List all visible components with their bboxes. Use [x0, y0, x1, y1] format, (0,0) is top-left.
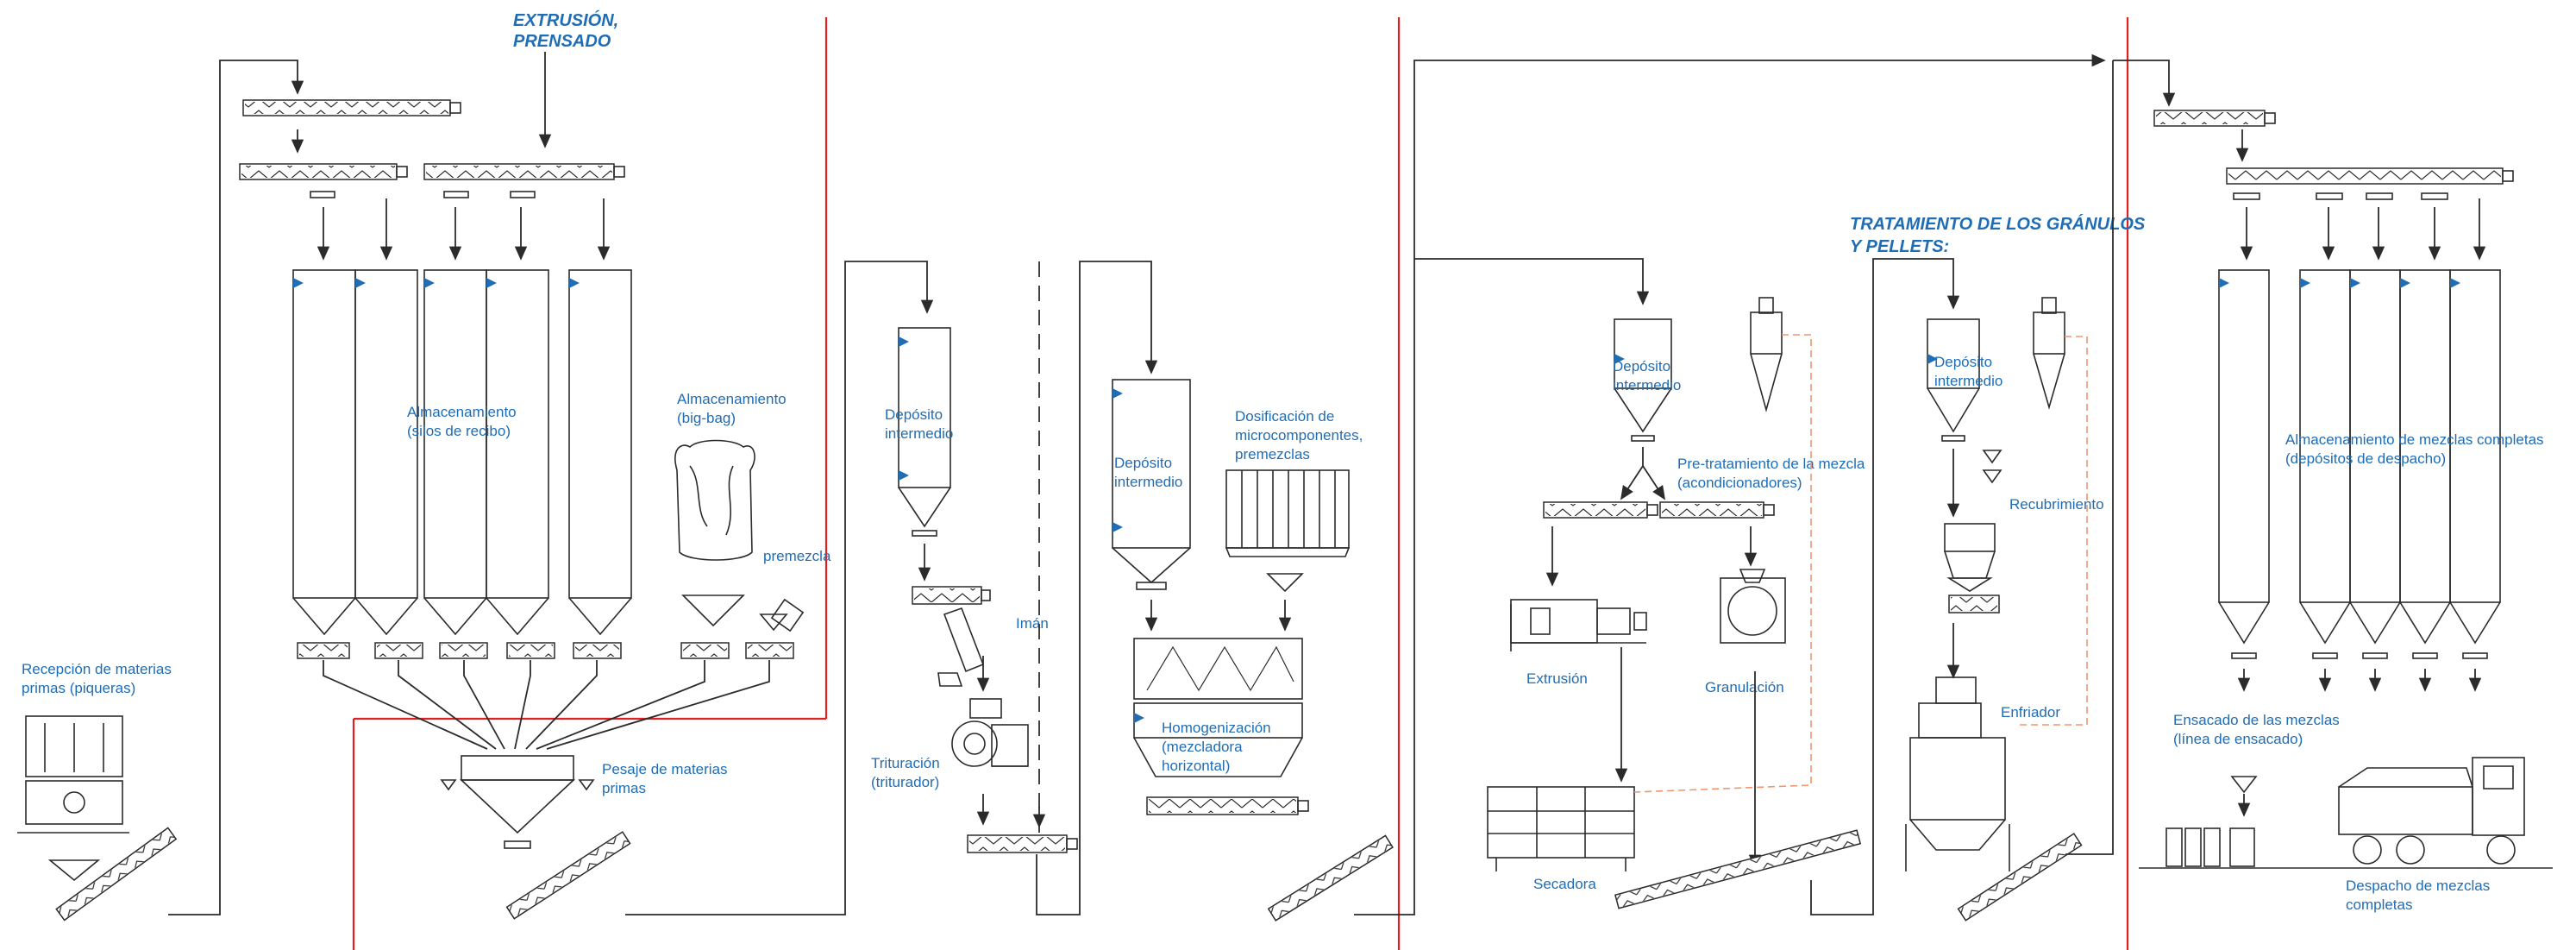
- label-final-storage-line2: (depósitos de despacho): [2285, 450, 2446, 467]
- label-homog-line3: horizontal): [1162, 758, 1230, 774]
- label-final-storage-line1: Almacenamiento de mezclas completas: [2285, 431, 2544, 448]
- label-homog-line2: (mezcladora: [1162, 739, 1243, 755]
- dispatch-gates: [2233, 192, 2486, 261]
- label-grinding-line1: Trituración: [871, 755, 940, 771]
- premix-unit: [759, 598, 805, 632]
- label-extrusion: Extrusión: [1526, 670, 1588, 687]
- silo-inlet-gates: [291, 129, 611, 261]
- receiving-silos: [292, 269, 632, 636]
- air-duct-1: [1633, 334, 1812, 793]
- label-pretreat-line2: (acondicionadores): [1677, 475, 1802, 491]
- weighing-feed-lines: [323, 660, 770, 750]
- dispatch-truck: [2338, 757, 2525, 865]
- elevator-line-6: [2065, 60, 2114, 855]
- label-pretreat-line1: Pre-tratamiento de la mezcla: [1677, 456, 1865, 472]
- label-deposit4-line2: intermedio: [1934, 373, 2003, 389]
- inclined-conveyor-3: [1267, 834, 1394, 922]
- extruder: [1510, 599, 1647, 651]
- label-granulation: Granulación: [1705, 679, 1784, 695]
- intermediate-deposit-4: [1927, 318, 1980, 442]
- big-bag: [674, 439, 755, 627]
- intermediate-deposit-1: [898, 327, 951, 537]
- pellet-mill: [1720, 569, 1786, 644]
- hammer-mill: [951, 698, 1029, 767]
- elevator-line-4: [1354, 53, 2106, 915]
- inclined-conveyor-1: [55, 827, 178, 922]
- cyclone-2: [2033, 297, 2065, 410]
- coating-unit: [1944, 450, 2003, 592]
- label-reception-line1: Recepción de materias: [22, 661, 172, 677]
- label-dosing-line2: microcomponentes,: [1235, 427, 1363, 444]
- label-grinding-line2: (triturador): [871, 774, 939, 790]
- dispatch-outlet-gates: [2231, 652, 2488, 692]
- label-coating: Recubrimiento: [2009, 496, 2104, 513]
- label-deposit2-line2: intermedio: [1114, 474, 1182, 490]
- label-bigbag-line2: (big-bag): [677, 410, 736, 426]
- header-extrusion-line1: EXTRUSIÓN,: [513, 9, 618, 30]
- dispatch-silos: [2218, 269, 2501, 645]
- header-extrusion-line2: PRENSADO: [513, 32, 611, 51]
- label-magnet: Imán: [1016, 615, 1049, 632]
- label-deposit3-line2: intermedio: [1613, 377, 1681, 393]
- cooler: [1905, 676, 2010, 871]
- label-storage-line1: Almacenamiento: [407, 404, 517, 420]
- label-deposit3-line1: Depósito: [1613, 358, 1670, 374]
- mixer-discharge-screw: [1146, 796, 1309, 815]
- header-treatment-line2: Y PELLETS:: [1850, 237, 1949, 256]
- label-reception-line2: primas (piqueras): [22, 680, 135, 696]
- top-screw-conveyors-1: [239, 99, 625, 180]
- label-dispatch-line1: Despacho de mezclas: [2346, 878, 2490, 894]
- section-dividers: [352, 17, 2129, 950]
- elevator-line-1: [168, 60, 304, 915]
- dryer: [1487, 786, 1635, 871]
- label-storage-line2: (silos de recibo): [407, 423, 511, 439]
- label-bigbag-line1: Almacenamiento: [677, 391, 787, 407]
- intermediate-deposit-3: [1614, 318, 1672, 442]
- elevator-line-5: [1810, 258, 1960, 915]
- magnet: [937, 607, 985, 687]
- reception-hopper: [17, 715, 129, 882]
- inclined-conveyor-4: [1614, 829, 1862, 909]
- label-homog-line1: Homogenización: [1162, 720, 1271, 736]
- microcomponent-hoppers: [1225, 469, 1351, 593]
- label-dispatch-line2: completas: [2346, 897, 2412, 913]
- label-deposit1-line1: Depósito: [885, 406, 943, 423]
- inclined-conveyor-2: [505, 831, 631, 920]
- feeder-screw-1: [912, 586, 991, 605]
- label-weighing-line2: primas: [602, 780, 646, 796]
- label-dosing-line1: Dosificación de: [1235, 408, 1334, 425]
- cyclone-1: [1750, 297, 1783, 412]
- inclined-conveyor-5: [1957, 833, 2083, 922]
- elevator-line-3: [1036, 261, 1158, 915]
- elevator-line-2: [625, 261, 934, 915]
- label-dosing-line3: premezclas: [1235, 446, 1310, 462]
- intermediate-deposit-2: [1112, 379, 1191, 590]
- horizontal-mixer: [1133, 638, 1303, 777]
- coating-screw: [1948, 595, 2000, 613]
- label-weighing-line1: Pesaje de materias: [602, 761, 728, 777]
- bagging-line: [2165, 776, 2258, 867]
- header-treatment-line1: TRATAMIENTO DE LOS GRÁNULOS: [1850, 214, 2146, 234]
- label-deposit4-line1: Depósito: [1934, 354, 1992, 370]
- silo-dosing-screws: [297, 642, 794, 659]
- label-dryer: Secadora: [1533, 876, 1596, 892]
- label-deposit1-line2: intermedio: [885, 425, 953, 442]
- air-duct-2: [2018, 336, 2088, 726]
- label-bagging-line1: Ensacado de las mezclas: [2173, 712, 2340, 728]
- label-cooler: Enfriador: [2001, 704, 2060, 720]
- feed-to-deposit-3: [1414, 258, 1650, 305]
- conditioners: [1543, 501, 1775, 519]
- label-deposit2-line1: Depósito: [1114, 455, 1172, 471]
- label-bagging-line2: (línea de ensacado): [2173, 731, 2303, 747]
- weighing-hopper: [440, 755, 595, 849]
- label-premix: premezcla: [763, 548, 831, 564]
- dispatch-top-screws: [2153, 110, 2514, 185]
- collecting-screw-1: [967, 834, 1078, 853]
